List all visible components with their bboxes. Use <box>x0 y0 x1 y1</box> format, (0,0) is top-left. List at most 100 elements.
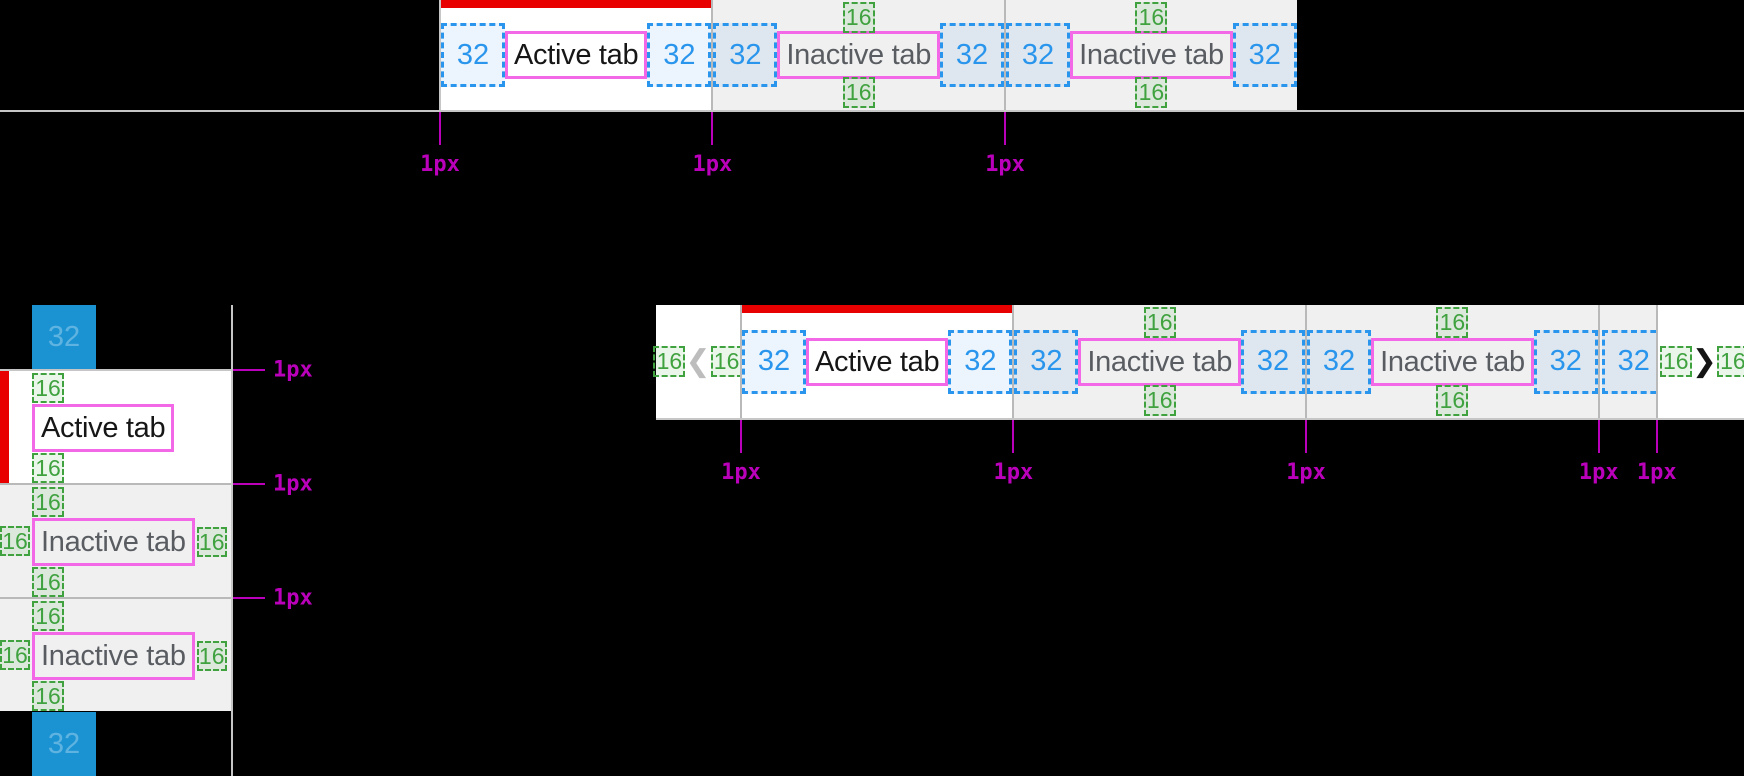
padding-16-box: 16 <box>32 681 64 711</box>
padding-16-box: 16 <box>32 567 64 597</box>
padding-32-box: 32 <box>1601 329 1656 394</box>
inactive-tab[interactable]: 16 32 Inactive tab 32 16 <box>1307 305 1598 418</box>
border-tick <box>711 112 714 145</box>
padding-32-box: 32 <box>1006 23 1071 87</box>
border-width-annotation: 1px <box>1286 460 1326 485</box>
active-tab[interactable]: 32 Active tab 32 <box>441 0 712 110</box>
tab-label: Inactive tab <box>777 31 941 79</box>
border-tick <box>1597 420 1600 453</box>
border-width-annotation: 1px <box>273 357 313 383</box>
tab-label: Inactive tab <box>1078 337 1242 386</box>
inactive-tab[interactable]: 16 16 Inactive tab 16 16 <box>0 485 231 597</box>
scroll-left-button[interactable]: 16 ❮ 16 <box>653 305 743 418</box>
tab-list-right-border <box>231 305 233 776</box>
padding-32-box: 32 <box>647 23 712 87</box>
padding-16-box: 16 <box>842 77 875 108</box>
border-tick <box>1004 112 1007 145</box>
padding-16-box: 16 <box>1716 346 1744 377</box>
tab-divider: 1px <box>985 0 1025 177</box>
padding-16-box: 16 <box>32 453 64 483</box>
padding-16-box: 16 <box>1143 307 1176 338</box>
padding-32-box: 32 <box>948 329 1013 394</box>
tab-label: Active tab <box>505 31 648 79</box>
padding-16-box: 16 <box>1436 385 1469 416</box>
truncated-tab[interactable]: 32 <box>1599 305 1656 418</box>
padding-16-box: 16 <box>710 346 743 377</box>
inactive-tab[interactable]: 16 32 Inactive tab 32 16 <box>713 0 1005 110</box>
border-tick <box>740 420 742 453</box>
inactive-tab[interactable]: 16 16 Inactive tab 16 16 <box>0 599 231 711</box>
border-width-annotation: 1px <box>1636 460 1677 485</box>
chevron-left-icon: ❮ <box>685 343 711 379</box>
tab-label: Inactive tab <box>1371 337 1534 386</box>
border-width-annotation: 1px <box>273 471 313 497</box>
active-tab[interactable]: 16 Active tab 16 <box>0 371 231 483</box>
border-width-annotation: 1px <box>273 585 313 611</box>
tab-divider: 1px <box>993 305 1033 485</box>
scroll-right-button[interactable]: 16 ❯ 16 <box>1657 305 1744 418</box>
inactive-tab[interactable]: 16 32 Inactive tab 32 16 <box>1006 0 1297 110</box>
border-tick <box>233 483 265 485</box>
padding-32-box: 32 <box>940 23 1005 87</box>
border-tick <box>1305 420 1308 453</box>
tab-divider: 1px <box>1286 305 1326 485</box>
padding-16-box: 16 <box>32 487 64 517</box>
padding-16-box: 16 <box>842 2 875 33</box>
active-tab[interactable]: 32 Active tab 32 <box>742 305 1013 418</box>
tab-divider: 1px <box>692 0 732 177</box>
padding-16-box: 16 <box>1135 77 1168 108</box>
vertical-tab-list: 32 1px 16 Active tab 16 1px 16 <box>0 305 313 776</box>
tab-divider: 1px <box>0 472 313 497</box>
border-tick <box>233 369 265 371</box>
spacer-32-box: 32 <box>32 712 96 776</box>
tab-label: Inactive tab <box>32 632 195 680</box>
tab-bar-left-border: 1px <box>420 0 460 177</box>
padding-16-box: 16 <box>32 601 64 631</box>
border-tick <box>1012 420 1015 453</box>
border-tick <box>1655 420 1658 453</box>
tab-label: Inactive tab <box>32 518 195 566</box>
tab-label: Active tab <box>32 404 175 452</box>
padding-16-box: 16 <box>1135 2 1168 33</box>
tab-divider: 1px <box>721 305 761 485</box>
padding-16-box: 16 <box>196 527 227 557</box>
inactive-tab[interactable]: 16 32 Inactive tab 32 16 <box>1014 305 1306 418</box>
padding-16-box: 16 <box>0 640 30 670</box>
active-tab-indicator <box>441 0 712 8</box>
active-tab-indicator <box>742 305 1013 313</box>
padding-32-box: 32 <box>441 23 505 87</box>
border-width-annotation: 1px <box>985 152 1025 177</box>
padding-16-box: 16 <box>1659 346 1692 377</box>
tab-divider: 1px <box>0 586 313 611</box>
padding-32-box: 32 <box>742 329 806 394</box>
tab-label: Active tab <box>806 337 949 386</box>
tab-list: 1px 16 Active tab 16 1px 16 16 <box>0 358 313 711</box>
border-width-annotation: 1px <box>721 460 761 485</box>
padding-32-box: 32 <box>1232 23 1297 87</box>
padding-16-box: 16 <box>0 526 30 556</box>
border-tick <box>439 112 441 145</box>
spacer-32-box: 32 <box>32 305 96 369</box>
padding-32-box: 32 <box>1307 329 1372 394</box>
chevron-right-icon: ❯ <box>1691 343 1717 379</box>
padding-32-box: 32 <box>1533 329 1598 394</box>
tab-list-top-border: 1px <box>0 358 313 383</box>
padding-16-box: 16 <box>32 373 64 403</box>
padding-32-box: 32 <box>1241 329 1306 394</box>
border-width-annotation: 1px <box>692 152 733 177</box>
border-tick <box>233 597 265 599</box>
border-width-annotation: 1px <box>1578 460 1619 485</box>
padding-16-box: 16 <box>1143 385 1176 416</box>
padding-16-box: 16 <box>1436 307 1469 338</box>
tab-bar-bottom-border-line <box>0 110 1744 112</box>
scrollable-tab-bar: 16 ❮ 16 1px 32 Active tab 32 1px 16 32 I… <box>653 305 1744 485</box>
tab-divider: 1px <box>1637 305 1677 485</box>
border-width-annotation: 1px <box>420 152 460 177</box>
border-width-annotation: 1px <box>993 460 1034 485</box>
padding-16-box: 16 <box>196 641 227 671</box>
top-tab-bar: 1px 32 Active tab 32 1px 16 32 Inactive … <box>420 0 1297 177</box>
padding-32-box: 32 <box>713 23 778 87</box>
active-tab-indicator <box>0 371 9 483</box>
padding-32-box: 32 <box>1014 329 1079 394</box>
